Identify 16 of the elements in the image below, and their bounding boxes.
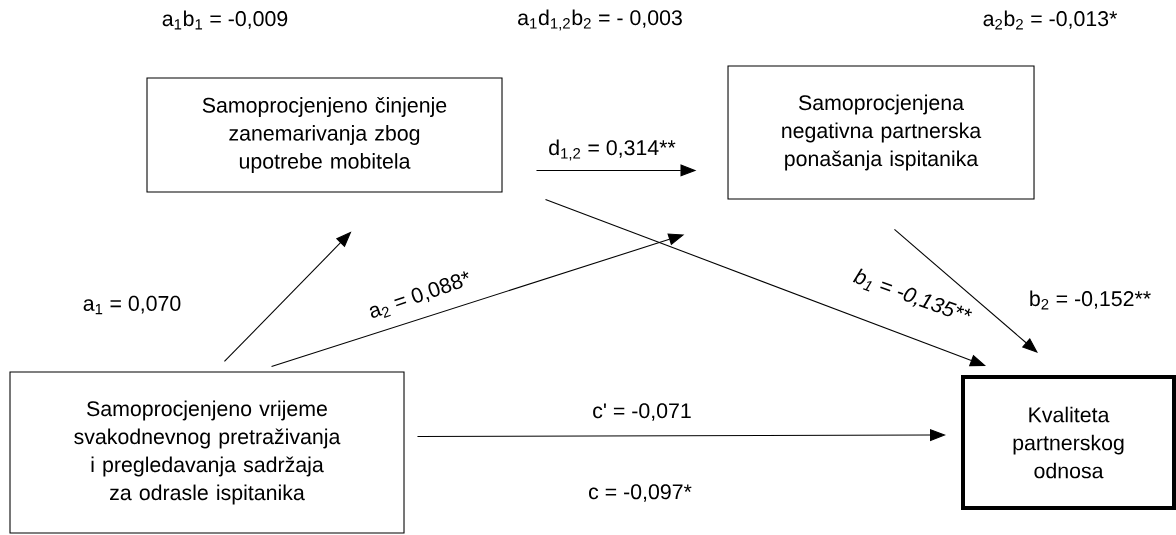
edge-label: a$_{1}$ = 0,070 [81,294,183,316]
box: Samoprocjenjeno činjenje zanemarivanja zbog upotrebe mobitela [146,77,503,193]
box: Samoprocjenjena negativna partnerska ponašanja ispitanika [727,65,1035,200]
coefficient-label: a$_{2}$b$_{2}$ = -0,013* [983,10,1118,30]
edge-label: b$_{2}$ = -0,152** [1027,289,1153,311]
box: Kvaliteta partnerskog odnosa [961,375,1176,510]
coefficient-label: a$_{1}$d$_{1,2}$b$_{2}$ = - 0,003 [518,9,682,31]
box: Samoprocjenjeno vrijeme svakodnevnog pretraživanja i pregledavanja sadržaja za odrasle ispitanika [9,371,405,534]
coefficient-label: a$_{1}$b$_{1}$ = -0,009 [162,10,288,30]
edge-label: a$_{2}$ = 0,088* [364,268,476,324]
arrow [544,198,986,367]
edge-label: b$_{1}$ = -0,135** [849,265,975,329]
edge-label: d$_{1,2}$ = 0,314** [546,138,678,162]
coefficient-label: c = -0,097* [589,484,692,502]
edge-label: c' = -0,071 [590,401,694,423]
arrow [893,228,1038,353]
